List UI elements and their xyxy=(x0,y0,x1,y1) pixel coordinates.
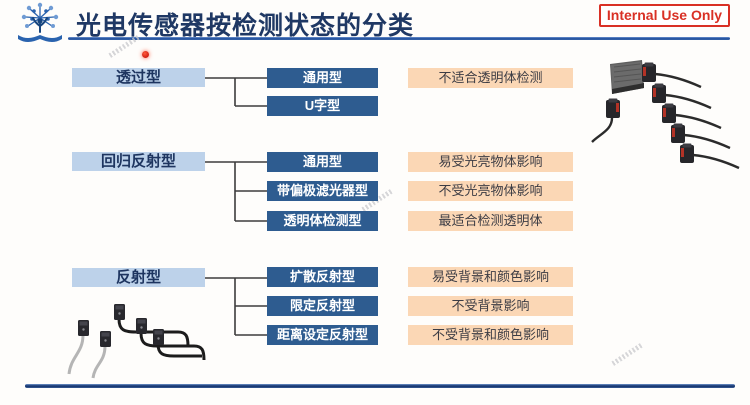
mini-sensor xyxy=(78,320,89,336)
sensor-with-cable xyxy=(640,61,703,89)
type-box: 通用型 xyxy=(267,152,378,172)
type-box: 通用型 xyxy=(267,68,378,88)
watermark xyxy=(611,343,643,366)
reflector-panel xyxy=(610,60,644,94)
note-box: 不适合透明体检测 xyxy=(408,68,573,88)
type-box: 扩散反射型 xyxy=(267,267,378,287)
type-box: 带偏极滤光器型 xyxy=(267,181,378,201)
page-title: 光电传感器按检测状态的分类 xyxy=(76,12,415,40)
category-box-retroreflective: 回归反射型 xyxy=(72,152,205,171)
type-box: 透明体检测型 xyxy=(267,211,378,231)
black-cable xyxy=(156,343,202,358)
compact-sensors-photo xyxy=(67,304,206,379)
note-box: 易受背景和颜色影响 xyxy=(408,267,573,287)
note-box: 最适合检测透明体 xyxy=(408,211,573,231)
note-box: 易受光亮物体影响 xyxy=(408,152,573,172)
sensors-with-reflector-photo xyxy=(591,60,741,170)
title-underline xyxy=(68,37,730,40)
gray-cable xyxy=(91,345,107,379)
note-box: 不受背景和颜色影响 xyxy=(408,325,573,345)
open-book xyxy=(18,35,62,43)
mini-sensor xyxy=(100,331,111,347)
footer-bar xyxy=(25,384,735,388)
black-cable xyxy=(139,332,206,361)
mini-sensor xyxy=(153,329,164,345)
person-figure xyxy=(32,17,48,33)
sensor-with-cable xyxy=(591,98,620,143)
note-box: 不受背景影响 xyxy=(408,296,573,316)
sensor-with-cable xyxy=(660,102,723,130)
type-box: 限定反射型 xyxy=(267,296,378,316)
type-box: U字型 xyxy=(267,96,378,116)
mini-sensor xyxy=(136,318,147,334)
category-box-through-beam: 透过型 xyxy=(72,68,205,87)
sensor-with-cable xyxy=(650,82,713,110)
internal-use-badge: Internal Use Only xyxy=(599,4,730,27)
category-box-reflective: 反射型 xyxy=(72,268,205,287)
tree-book-logo-icon xyxy=(18,2,62,43)
type-box: 距离设定反射型 xyxy=(267,325,378,345)
note-box: 不受光亮物体影响 xyxy=(408,181,573,201)
watermark-red-dot xyxy=(142,51,149,58)
mini-sensor xyxy=(114,304,125,320)
gray-cable xyxy=(67,334,85,375)
